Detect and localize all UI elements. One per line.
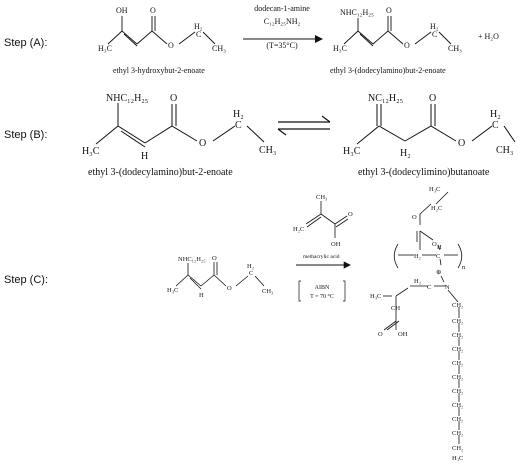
poly-c-plus: ⊕ — [436, 269, 442, 276]
step-a-h2: H₂ — [194, 22, 203, 31]
step-a-nhc12h25: NHC₁₂H₂₅ — [340, 8, 374, 17]
step-b-carbonyl-o: O — [170, 93, 177, 104]
step-b-imine-structure — [356, 104, 516, 145]
poly-ester-o: O — [412, 214, 417, 221]
step-a-h3c: H₃C — [98, 44, 112, 53]
step-b-nc12h25: NC₁₂H₂₅ — [368, 93, 403, 104]
poly-ch3-end: H₃C — [452, 455, 463, 461]
poly-h3c-acid: H₃C — [370, 293, 381, 300]
step-a-p-h3c: H₃C — [333, 44, 347, 53]
step-a-reagent-1: dodecan-1-amine — [254, 4, 310, 13]
step-b-enamine-structure — [95, 103, 265, 148]
step-a-ester-o: O — [168, 41, 174, 50]
step-b-h3c: H₃C — [82, 146, 100, 157]
step-c-carbonyl-o: O — [212, 255, 217, 262]
step-b-h2: H₂ — [233, 109, 244, 120]
poly-ch2-7: CH₂ — [452, 388, 463, 395]
poly-ch2-3: CH₂ — [452, 332, 463, 339]
step-c-comonomer-name: methacrylic acid — [303, 254, 340, 260]
step-b-nhc12h25: NHC₁₂H₂₅ — [106, 93, 148, 104]
step-b-r-ch2-h2: H₂ — [400, 148, 411, 159]
mma-oh: OH — [331, 241, 341, 248]
step-b-c: C — [235, 120, 242, 131]
step-a-reactant-name: ethyl 3-hydroxybut-2-enoate — [113, 66, 205, 75]
step-c-h2: H₂ — [247, 263, 254, 270]
step-c-enamine-structure — [175, 262, 265, 290]
step-a-product-name: ethyl 3-(dodecylamino)but-2-enoate — [330, 66, 446, 75]
step-a-p-ester-o: O — [404, 41, 410, 50]
poly-n: N — [445, 284, 450, 291]
step-c-nhc12h25: NHC₁₂H₂₅ — [178, 256, 205, 263]
poly-h2c: H₂C — [431, 205, 442, 212]
step-a-label: Step (A): — [4, 37, 47, 49]
step-a-reactant-structure — [107, 16, 216, 47]
step-b-ch3: CH₃ — [259, 145, 276, 156]
poly-ch2-2: CH₂ — [452, 318, 463, 325]
poly-h2-a: H₂ — [414, 253, 421, 260]
poly-c: C — [436, 253, 440, 260]
step-c-label: Step (C): — [4, 274, 48, 286]
step-b-vinyl-h: H — [141, 151, 148, 162]
poly-ch2-1: CH₂ — [452, 302, 463, 309]
poly-ch2-6: CH₂ — [452, 374, 463, 381]
poly-ch2-10: CH₂ — [452, 430, 463, 437]
step-c-condition: T = 70 °C — [310, 293, 334, 300]
step-b-equilibrium-arrows — [277, 115, 331, 136]
mma-h2c: H₂C — [293, 226, 304, 233]
step-a-condition: (T=35°C) — [266, 41, 298, 50]
step-b-r-h3c: H₃C — [343, 146, 361, 157]
poly-ch2-4: CH₂ — [452, 346, 463, 353]
step-a-carbonyl-o: O — [150, 6, 156, 15]
step-c-polymer-structure — [383, 191, 463, 444]
step-b-r-h2: H₂ — [490, 109, 501, 120]
poly-ch2-11: CH₂ — [452, 445, 463, 452]
poly-acid-o: O — [378, 331, 383, 338]
step-c-ch3: CH₃ — [262, 288, 273, 295]
poly-ch2-8: CH₂ — [452, 402, 463, 409]
poly-h2-bridge: H₂ — [414, 278, 421, 285]
step-b-label: Step (B): — [4, 129, 47, 141]
step-c-vinyl-h: H — [199, 292, 204, 299]
poly-carbonyl-o: O — [432, 241, 437, 248]
step-c-h3c: H₃C — [167, 287, 178, 294]
step-c-condition-bracket — [298, 280, 346, 302]
step-c-ester-o: O — [227, 285, 232, 292]
step-a-p-ch3: CH₃ — [448, 44, 462, 53]
step-a-p-carbonyl-o: O — [386, 6, 392, 15]
poly-acid-oh: OH — [398, 331, 408, 338]
step-a-p-c: C — [432, 30, 437, 39]
poly-ch2-9: CH₂ — [452, 416, 463, 423]
poly-n-subscript: n — [462, 264, 466, 271]
step-a-p-h2: H₂ — [430, 22, 439, 31]
methacrylic-acid-structure — [305, 201, 349, 238]
step-b-r-ester-o: O — [458, 138, 465, 149]
step-a-c: C — [196, 30, 201, 39]
step-a-product-structure — [343, 16, 452, 47]
step-a-byproduct: + H₂O — [478, 32, 499, 41]
step-b-r-carbonyl-o: O — [429, 93, 436, 104]
step-b-left-name: ethyl 3-(dodecylamino)but-2-enoate — [88, 167, 233, 178]
step-b-r-c: C — [492, 120, 499, 131]
step-a-oh: OH — [116, 6, 128, 15]
step-c-c: C — [249, 270, 253, 277]
step-c-initiator: AIBN — [315, 285, 330, 291]
step-b-ester-o: O — [199, 138, 206, 149]
step-b-r-ch3: CH₃ — [496, 145, 513, 156]
poly-ch: CH — [391, 305, 400, 312]
step-b-right-name: ethyl 3-(dodecylimino)butanoate — [358, 167, 490, 178]
poly-h3c: H₃C — [429, 186, 440, 193]
mma-ch3: CH₃ — [316, 194, 327, 201]
poly-ch2-5: CH₂ — [452, 360, 463, 367]
poly-c-bridge: C — [427, 284, 431, 291]
mma-o: O — [348, 211, 353, 218]
step-a-ch3: CH₃ — [212, 44, 226, 53]
step-a-reagent-2: C₁₂H₂₅NH₂ — [264, 17, 301, 26]
poly-ch3-top: H — [437, 244, 442, 251]
